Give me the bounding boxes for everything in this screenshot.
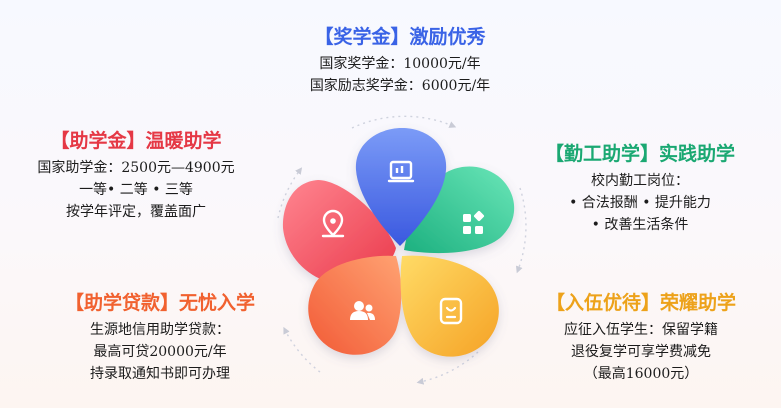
users-icon: [350, 301, 375, 320]
petal-scholarship: [355, 128, 447, 246]
section-title: 【助学贷款】无忧入学: [64, 292, 255, 314]
petal-military: [400, 255, 499, 357]
chart-icon: [387, 160, 415, 183]
section-line: 生源地信用助学贷款：: [90, 322, 230, 338]
section-line: 应征入伍学生：保留学籍: [564, 322, 718, 338]
section-line: 国家助学金：2500元—4900元: [37, 160, 235, 176]
petal-grant: [282, 180, 396, 283]
section-military: 【入伍优待】荣耀助学 应征入伍学生：保留学籍 退役复学可享学费减免 （最高160…: [510, 290, 772, 385]
section-line: • 合法报酬 • 提升能力: [569, 195, 711, 211]
section-line: （最高16000元）: [583, 366, 699, 382]
orbit-ring: [277, 115, 527, 385]
location-pin-icon: [321, 209, 345, 238]
section-line: 持录取通知书即可办理: [90, 366, 230, 382]
section-scholarship: 【奖学金】激励优秀 国家奖学金：10000元/年 国家励志奖学金：6000元/年: [235, 24, 565, 97]
section-line: 一等• 二等 • 三等: [79, 182, 193, 198]
grid-icon: [463, 210, 485, 234]
section-grant: 【助学金】温暖助学 国家助学金：2500元—4900元 一等• 二等 • 三等 …: [6, 128, 266, 223]
section-line: 按学年评定，覆盖面广: [66, 204, 206, 220]
section-line: 退役复学可享学费减免: [571, 344, 711, 360]
section-loan: 【助学贷款】无忧入学 生源地信用助学贷款： 最高可贷20000元/年 持录取通知…: [30, 290, 290, 385]
section-title: 【奖学金】激励优秀: [314, 26, 486, 48]
section-line: 校内勤工岗位：: [591, 173, 689, 189]
section-title: 【勤工助学】实践助学: [544, 143, 735, 165]
section-title: 【助学金】温暖助学: [50, 130, 222, 152]
section-work-study: 【勤工助学】实践助学 校内勤工岗位： • 合法报酬 • 提升能力 • 改善生活条…: [508, 141, 772, 236]
badge-icon: [439, 297, 463, 325]
section-title: 【入伍优待】荣耀助学: [545, 292, 736, 314]
section-line: 国家励志奖学金：6000元/年: [309, 78, 491, 94]
section-line: 最高可贷20000元/年: [93, 344, 227, 360]
section-line: 国家奖学金：10000元/年: [319, 56, 481, 72]
section-line: • 改善生活条件: [591, 217, 689, 233]
